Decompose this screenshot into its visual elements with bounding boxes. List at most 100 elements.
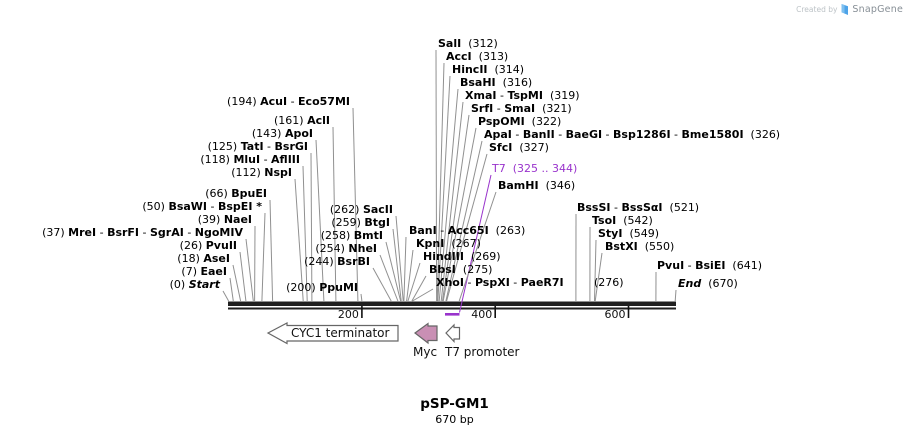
leader-line	[458, 191, 497, 302]
label-btgi: (259) BtgI	[331, 216, 390, 229]
leader-line	[392, 228, 402, 302]
label-nhei: (254) NheI	[315, 242, 377, 255]
leader-line	[269, 199, 274, 302]
watermark-brand-text: SnapGene	[852, 4, 903, 15]
leader-line	[436, 62, 445, 302]
label-t7-primer: T7 (325 .. 344)	[492, 162, 578, 175]
leader-line	[412, 288, 434, 302]
label-styi: StyI (549)	[598, 227, 660, 240]
cyc1-terminator-arrow	[266, 322, 399, 345]
leader-line	[446, 153, 488, 302]
leader-line	[245, 238, 254, 302]
leader-line	[360, 293, 363, 302]
leader-line	[435, 49, 438, 302]
leader-line	[229, 277, 234, 302]
watermark-created-by-text: Created by	[796, 5, 838, 14]
leader-line	[407, 262, 421, 302]
snapgene-watermark: Created by SnapGene	[796, 4, 903, 15]
label-tati: (125) TatI - BsrGI	[207, 140, 308, 153]
leader-line	[674, 289, 677, 302]
label-apoi: (143) ApoI	[251, 127, 313, 140]
label-kpni: KpnI (267)	[416, 237, 481, 250]
plasmid-backbone	[228, 307, 676, 310]
leader-line	[594, 239, 597, 302]
leader-line	[440, 101, 464, 302]
label-asei: (18) AseI	[177, 252, 230, 265]
leader-line	[315, 139, 325, 302]
label-apai: ApaI - BanII - BaeGI - Bsp1286I - Bme158…	[484, 128, 781, 141]
plasmid-length: 670 bp	[435, 413, 474, 426]
label-pspomi: PspOMI (322)	[478, 115, 562, 128]
leader-line	[302, 165, 308, 302]
myc-tag-label: Myc	[413, 345, 438, 359]
label-bpuei: (66) BpuEI	[205, 187, 267, 200]
leader-line	[445, 140, 483, 302]
label-bamhi: BamHI (346)	[498, 179, 576, 192]
label-naei: (39) NaeI	[197, 213, 252, 226]
leader-line	[395, 215, 404, 302]
label-acci: AccI (313)	[446, 50, 509, 63]
t7-primer-bar	[445, 313, 460, 316]
leader-line	[437, 75, 451, 302]
leader-line	[406, 249, 414, 302]
label-eaei: (7) EaeI	[181, 265, 227, 278]
leader-line	[310, 152, 313, 302]
leader-line	[594, 252, 603, 302]
leader-line	[232, 264, 242, 302]
label-xmai: XmaI - TspMI (319)	[465, 89, 580, 102]
label-end: End (670)	[678, 277, 738, 290]
label-xhoi: XhoI - PspXI - PaeR7I	[436, 276, 564, 289]
label-bmti: (258) BmtI	[320, 229, 383, 242]
label-xhoi-pos: (276)	[594, 276, 624, 289]
label-pvui: PvuI - BsiEI (641)	[657, 259, 763, 272]
label-bbsi: BbsI (275)	[429, 263, 493, 276]
label-start: (0) Start	[169, 278, 220, 291]
leader-line	[294, 178, 304, 302]
label-tsoi: TsoI (542)	[592, 214, 653, 227]
ruler-tick	[494, 306, 496, 318]
label-bsahi: BsaHI (316)	[460, 76, 533, 89]
label-hindiii: HindIII (269)	[423, 250, 501, 263]
label-acui: (194) AcuI - Eco57MI	[227, 95, 350, 108]
label-ppumi: (200) PpuMI	[286, 281, 358, 294]
leader-line	[222, 290, 230, 302]
label-mlui: (118) MluI - AflIII	[200, 153, 300, 166]
snapgene-logo-icon	[841, 4, 849, 15]
label-mrei: (37) MreI - BsrFI - SgrAI - NgoMIV	[42, 226, 243, 239]
label-bani: BanI - Acc65I (263)	[409, 224, 526, 237]
plasmid-backbone	[228, 301, 676, 306]
leader-line	[442, 114, 470, 302]
label-bsssi: BssSI - BssSαI (521)	[577, 201, 700, 214]
leader-line	[239, 251, 247, 302]
label-acli: (161) AclI	[274, 114, 330, 127]
leader-line	[352, 107, 359, 302]
leader-line	[442, 127, 477, 302]
ruler-tick-label: 600	[604, 308, 626, 321]
label-nspi: (112) NspI	[231, 166, 292, 179]
leader-line	[261, 212, 266, 302]
leader-line	[403, 236, 407, 302]
ruler-tick	[361, 306, 363, 318]
plasmid-name: pSP-GM1	[420, 396, 489, 412]
leader-line	[459, 174, 492, 313]
ruler-tick-label: 400	[471, 308, 493, 321]
label-hincii: HincII (314)	[452, 63, 525, 76]
label-sali: SalI (312)	[438, 37, 498, 50]
ruler-tick	[627, 306, 630, 318]
leader-line	[385, 241, 402, 302]
label-bstxi: BstXI (550)	[605, 240, 675, 253]
leader-line	[411, 275, 427, 302]
leader-line	[438, 88, 459, 302]
leader-line	[332, 126, 337, 302]
label-bsawi: (50) BsaWI - BspEI *	[142, 200, 262, 213]
label-pvuii: (26) PvuII	[179, 239, 237, 252]
t7-promoter-arrow	[445, 323, 461, 344]
ruler-tick-label: 200	[337, 308, 359, 321]
label-sfci: SfcI (327)	[489, 141, 549, 154]
plasmid-title-block: pSP-GM1 670 bp	[352, 396, 557, 426]
label-srfi: SrfI - SmaI (321)	[471, 102, 572, 115]
myc-tag-arrow	[413, 322, 438, 345]
t7-promoter-label: T7 promoter	[445, 345, 520, 359]
